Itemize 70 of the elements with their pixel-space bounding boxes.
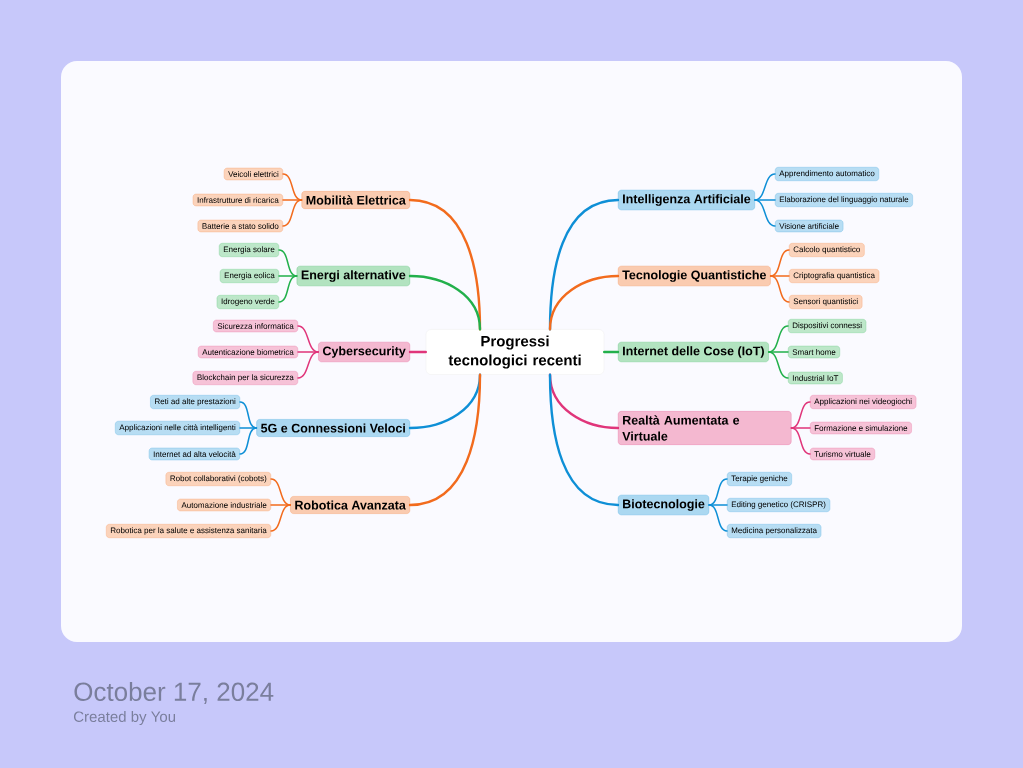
topic-box: Tecnologie Quantistiche xyxy=(618,265,771,287)
topic-box: Realtà Aumentata e Virtuale xyxy=(618,411,792,445)
subtopic-box: Automazione industriale xyxy=(177,498,271,512)
connector xyxy=(408,373,482,507)
connector xyxy=(548,373,620,507)
connector xyxy=(297,351,319,379)
subtopic-box: Formazione e simulazione xyxy=(810,421,912,435)
topic-box: 5G e Connessioni Veloci xyxy=(256,419,410,437)
connector xyxy=(239,427,258,455)
connector xyxy=(768,351,789,353)
subtopic-box: Applicazioni nei videogiochi xyxy=(810,395,917,409)
connector xyxy=(297,351,319,353)
subtopic-box: Criptografia quantistica xyxy=(789,269,880,283)
connector xyxy=(708,504,728,532)
subtopic-box: Infrastrutture di ricarica xyxy=(192,193,283,207)
connector xyxy=(278,275,298,277)
connector xyxy=(790,427,811,429)
subtopic-box: Elaborazione del linguaggio naturale xyxy=(775,193,913,207)
subtopic-box: Idrogeno verde xyxy=(216,295,279,309)
subtopic-box: Visione artificiale xyxy=(775,219,844,233)
subtopic-box: Calcolo quantistico xyxy=(789,243,865,257)
connector xyxy=(270,504,291,506)
subtopic-box: Veicoli elettrici xyxy=(223,167,283,181)
connector xyxy=(270,504,291,532)
topic-box: Robotica Avanzata xyxy=(290,496,410,514)
connector xyxy=(282,199,303,227)
connector xyxy=(708,504,728,506)
central-topic-box: Progressi tecnologici recenti xyxy=(425,329,605,375)
date-text: October 17, 2024 xyxy=(74,681,274,705)
subtopic-box: Sicurezza informatica xyxy=(213,319,298,333)
subtopic-box: Robotica per la salute e assistenza sanitaria xyxy=(106,524,271,538)
subtopic-box: Robot collaborativi (cobots) xyxy=(165,472,271,486)
subtopic-box: Blockchain per la sicurezza xyxy=(192,371,298,385)
subtopic-box: Medicina personalizzata xyxy=(727,524,822,538)
connector xyxy=(270,478,291,506)
credit-text: Created by You xyxy=(74,711,176,725)
subtopic-box: Reti ad alte prestazioni xyxy=(150,395,240,409)
connector xyxy=(754,199,776,201)
subtopic-box: Batterie a stato solido xyxy=(197,219,283,233)
subtopic-box: Editing genetico (CRISPR) xyxy=(727,498,831,512)
subtopic-box: Autenticazione biometrica xyxy=(198,345,298,359)
connector xyxy=(408,350,427,354)
connector xyxy=(408,274,482,331)
connector xyxy=(754,199,776,227)
subtopic-box: Industrial IoT xyxy=(788,371,843,385)
connector xyxy=(603,350,620,354)
topic-box: Energi alternative xyxy=(296,265,410,287)
connector xyxy=(548,274,620,331)
connector xyxy=(282,199,303,201)
subtopic-box: Dispositivi connessi xyxy=(788,319,867,333)
subtopic-box: Turismo virtuale xyxy=(810,447,875,461)
topic-box: Intelligenza Artificiale xyxy=(618,189,755,211)
subtopic-box: Applicazioni nelle città intelligenti xyxy=(115,421,240,435)
subtopic-box: Sensori quantistici xyxy=(789,295,863,309)
topic-box: Biotecnologie xyxy=(618,494,710,516)
connector xyxy=(769,275,790,303)
connector xyxy=(239,427,258,429)
subtopic-box: Terapie geniche xyxy=(727,472,792,486)
subtopic-box: Apprendimento automatico xyxy=(775,167,880,181)
subtopic-box: Smart home xyxy=(788,345,840,359)
subtopic-box: Energia eolica xyxy=(219,269,279,283)
connector xyxy=(790,427,811,455)
subtopic-box: Internet ad alta velocità xyxy=(148,447,240,461)
topic-box: Cybersecurity xyxy=(318,341,410,362)
connector xyxy=(768,351,789,379)
subtopic-box: Energia solare xyxy=(219,243,279,257)
connector xyxy=(768,325,789,353)
connector xyxy=(278,275,298,303)
topic-box: Internet delle Cose (IoT) xyxy=(618,341,769,362)
topic-box: Mobilità Elettrica xyxy=(301,191,410,209)
